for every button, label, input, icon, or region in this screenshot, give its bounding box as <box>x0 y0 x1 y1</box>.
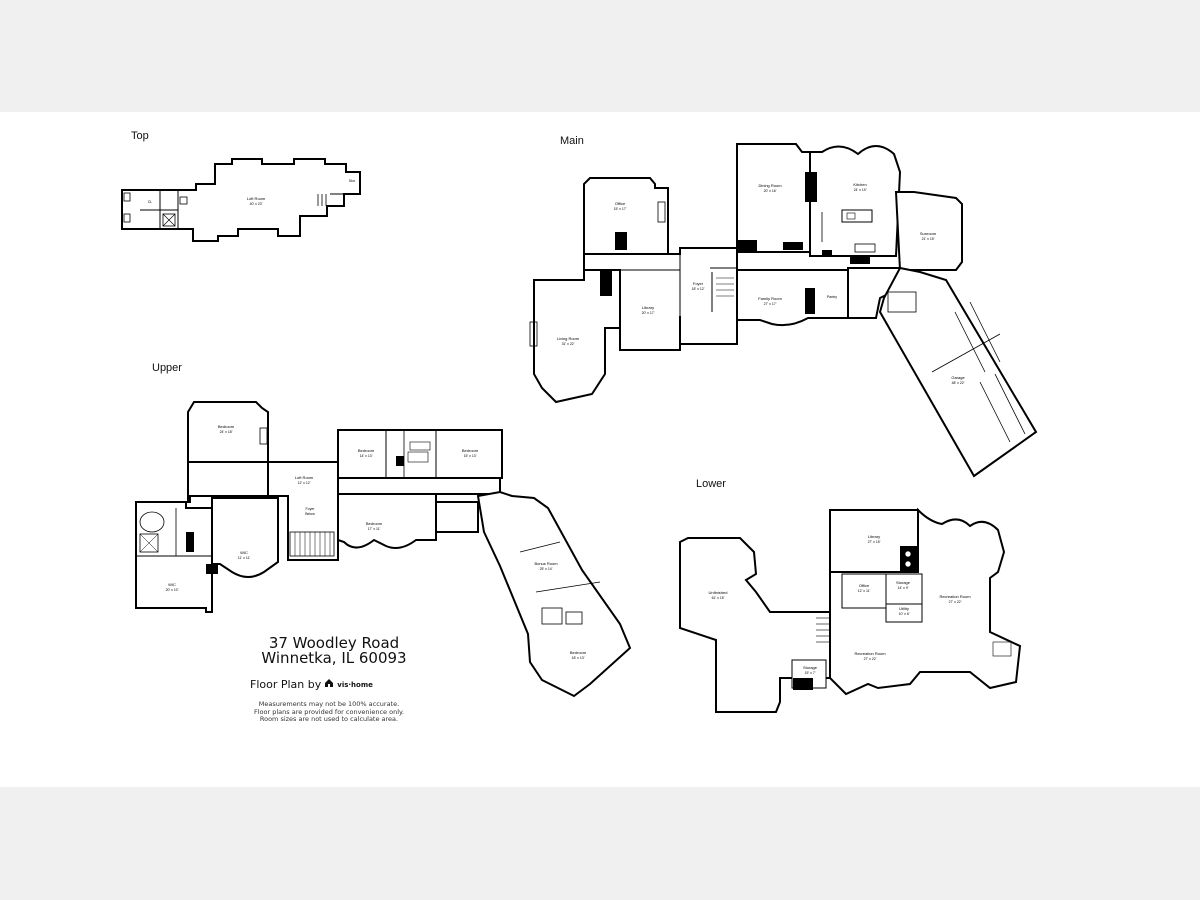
disclaimer-line-1: Measurements may not be 100% accurate. <box>258 700 400 708</box>
upper-room-wic1-name: WIC <box>240 550 248 555</box>
top-room-loft-dims: 40' x 23' <box>250 202 263 206</box>
upper-room-bedroom3-name: Bedroom <box>462 448 479 453</box>
disclaimer-line-3: Room sizes are not used to calculate are… <box>259 715 399 723</box>
main-room-kitchen-name: Kitchen <box>853 182 866 187</box>
floor-plan-sheet: Loft Room 40' x 23' Stor CL <box>0 112 1200 787</box>
upper-wic-outline <box>211 497 279 578</box>
lower-room-utility-dims: 10' x 6' <box>899 612 910 616</box>
upper-room-bonus-name: Bonus Room <box>534 561 558 566</box>
main-room-office-name: Office <box>615 201 626 206</box>
upper-room-foyer-dims: Below <box>305 512 315 516</box>
floor-lower: Unfinished 61' x 15' Library 27' x 15' O… <box>679 507 1022 713</box>
top-room-cl-dims: CL <box>148 200 153 204</box>
floor-label-upper: Upper <box>152 362 182 374</box>
main-room-garage-dims: 48' x 22' <box>952 381 965 385</box>
lower-room-recreation2-dims: 27' x 22' <box>864 657 877 661</box>
lower-room-storage1-dims: 14' x 9' <box>898 586 909 590</box>
upper-room-wic1-dims: 11' x 11' <box>238 556 251 560</box>
floor-label-lower: Lower <box>696 478 726 490</box>
lower-utility-outline <box>885 603 923 623</box>
upper-room-bonus-dims: 25' x 14' <box>540 567 553 571</box>
main-room-library-dims: 20' x 17' <box>642 311 655 315</box>
floor-main: Office 15' x 17' Dining Room 20' x 16' K… <box>529 143 1038 478</box>
lower-room-recreation2-name: Recreation Room <box>854 651 886 656</box>
top-room-stor-name: Stor <box>349 179 356 183</box>
floor-label-top: Top <box>131 130 149 142</box>
upper-room-bedroom1-name: Bedroom <box>218 424 235 429</box>
main-room-foyer-dims: 18' x 12' <box>692 287 705 291</box>
floor-top: Loft Room 40' x 23' Stor CL <box>121 158 361 242</box>
property-address: 37 Woodley Road Winnetka, IL 60093 <box>248 636 420 666</box>
address-line-1: 37 Woodley Road <box>268 634 400 652</box>
main-room-living-dims: 31' x 22' <box>562 342 575 346</box>
upper-room-bedroom5-name: Bedroom <box>570 650 587 655</box>
upper-room-bedroom2-dims: 14' x 13' <box>360 454 373 458</box>
upper-room-bedroom4-name: Bedroom <box>366 521 383 526</box>
lower-room-office-name: Office <box>859 583 870 588</box>
upper-room-foyer-name: Foyer <box>306 507 316 511</box>
main-room-family-name: Family Room <box>758 296 782 301</box>
upper-wing-outline <box>476 490 632 698</box>
main-room-library-name: Library <box>642 305 654 310</box>
upper-master-outline <box>135 501 213 613</box>
main-room-sunroom-dims: 21' x 15' <box>922 237 935 241</box>
upper-bedrooms-top-outline <box>337 429 503 479</box>
main-room-living-name: Living Room <box>557 336 580 341</box>
main-room-foyer-name: Foyer <box>693 281 704 286</box>
floor-upper: Bedroom 24' x 18' Bedroom 14' x 13' Bedr… <box>135 401 632 698</box>
lower-storage1-outline <box>885 573 923 605</box>
main-room-garage-name: Garage <box>951 375 965 380</box>
disclaimer: Measurements may not be 100% accurate. F… <box>238 700 420 724</box>
lower-room-office-dims: 12' x 11' <box>858 589 871 593</box>
main-room-dining-name: Dining Room <box>758 183 782 188</box>
main-family-outline <box>736 269 849 327</box>
upper-room-loft-name: Loft Room <box>295 475 314 480</box>
lower-room-unfinished-name: Unfinished <box>709 590 728 595</box>
upper-room-bedroom4-dims: 17' x 11' <box>368 527 381 531</box>
main-room-dining-dims: 20' x 16' <box>764 189 777 193</box>
top-room-loft-name: Loft Room <box>247 196 266 201</box>
upper-room-wic2-name: WIC <box>168 582 176 587</box>
lower-recreation-outline <box>829 507 1022 696</box>
lower-office-outline <box>841 573 887 609</box>
main-kitchen-outline <box>809 145 902 257</box>
top-floor-outline <box>121 158 361 242</box>
lower-room-unfinished-dims: 61' x 15' <box>712 596 725 600</box>
main-room-kitchen-dims: 24' x 19' <box>854 188 867 192</box>
upper-room-bedroom3-dims: 15' x 13' <box>464 454 477 458</box>
main-living-outline <box>533 269 621 404</box>
main-garage-outline <box>878 266 1038 478</box>
lower-room-recreation1-name: Recreation Room <box>939 594 971 599</box>
main-room-pantry-name: Pantry <box>827 295 837 299</box>
upper-room-loft-dims: 12' x 12' <box>298 481 311 485</box>
upper-hall-outline <box>187 461 269 503</box>
upper-bath-middle-outline <box>435 501 479 533</box>
lower-room-storage2-name: Storage <box>803 665 818 670</box>
upper-room-bedroom2-name: Bedroom <box>358 448 375 453</box>
credit-brand: vis·home <box>337 680 373 689</box>
house-logo-icon <box>324 678 334 691</box>
lower-room-library-dims: 27' x 15' <box>868 540 881 544</box>
lower-room-recreation1-dims: 27' x 22' <box>949 600 962 604</box>
lower-room-storage1-name: Storage <box>896 580 911 585</box>
upper-bedroom-middle-outline <box>337 493 437 549</box>
main-room-office-dims: 15' x 17' <box>614 207 627 211</box>
upper-room-bedroom1-dims: 24' x 18' <box>220 430 233 434</box>
upper-corridor-outline <box>337 477 501 495</box>
credit-label: Floor Plan by <box>250 678 322 691</box>
main-room-family-dims: 27' x 17' <box>764 302 777 306</box>
lower-room-storage2-dims: 15' x 7' <box>805 671 816 675</box>
upper-room-bedroom5-dims: 18' x 13' <box>572 656 585 660</box>
main-dining-outline <box>736 143 811 253</box>
address-line-2: Winnetka, IL 60093 <box>261 649 407 667</box>
upper-room-wic2-dims: 20' x 10' <box>166 588 179 592</box>
lower-room-library-name: Library <box>868 534 880 539</box>
lower-room-utility-name: Utility <box>899 606 909 611</box>
floor-plan-credit: Floor Plan by vis·home <box>250 678 373 691</box>
floor-label-main: Main <box>560 135 584 147</box>
main-room-sunroom-name: Sunroom <box>920 231 937 236</box>
disclaimer-line-2: Floor plans are provided for convenience… <box>254 707 404 716</box>
floor-plan-drawing: Loft Room 40' x 23' Stor CL <box>121 143 1038 713</box>
